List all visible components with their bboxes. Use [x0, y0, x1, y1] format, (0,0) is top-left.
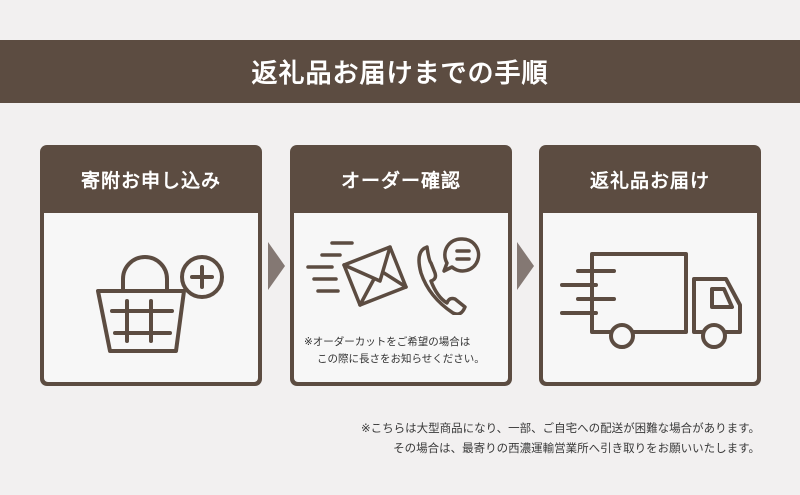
arrow-right-icon: [517, 242, 534, 290]
header-banner: 返礼品お届けまでの手順: [0, 40, 800, 103]
step-title: オーダー確認: [340, 169, 461, 192]
footer-line-1: ※こちらは大型商品になり、一部、ご自宅への配送が困難な場合があります。: [360, 421, 760, 435]
step-title: 寄附お申し込み: [80, 169, 221, 192]
step-card-delivery: 返礼品お届け: [539, 145, 761, 386]
basket-plus-icon: [96, 255, 224, 353]
mail-phone-icon: [306, 237, 481, 315]
step-card-order-confirm: オーダー確認 ※オーダーカットをご希望の場合は この際に長さをお知らせください。: [290, 145, 512, 386]
step-card-application: 寄附お申し込み: [40, 145, 262, 386]
footer-line-2: その場合は、最寄りの西濃運輸営業所へ引き取りをお願いいたします。: [393, 441, 760, 455]
arrow-right-icon: [268, 242, 285, 290]
delivery-truck-icon: [560, 252, 742, 349]
step-title: 返礼品お届け: [589, 169, 710, 192]
note-line-1: ※オーダーカットをご希望の場合は: [304, 336, 471, 348]
page-title: 返礼品お届けまでの手順: [251, 59, 549, 89]
order-cut-note: ※オーダーカットをご希望の場合は この際に長さをお知らせください。: [294, 334, 508, 368]
note-line-2: この際に長さをお知らせください。: [317, 353, 485, 365]
footer-note: ※こちらは大型商品になり、一部、ご自宅への配送が困難な場合があります。 その場合…: [361, 418, 760, 458]
